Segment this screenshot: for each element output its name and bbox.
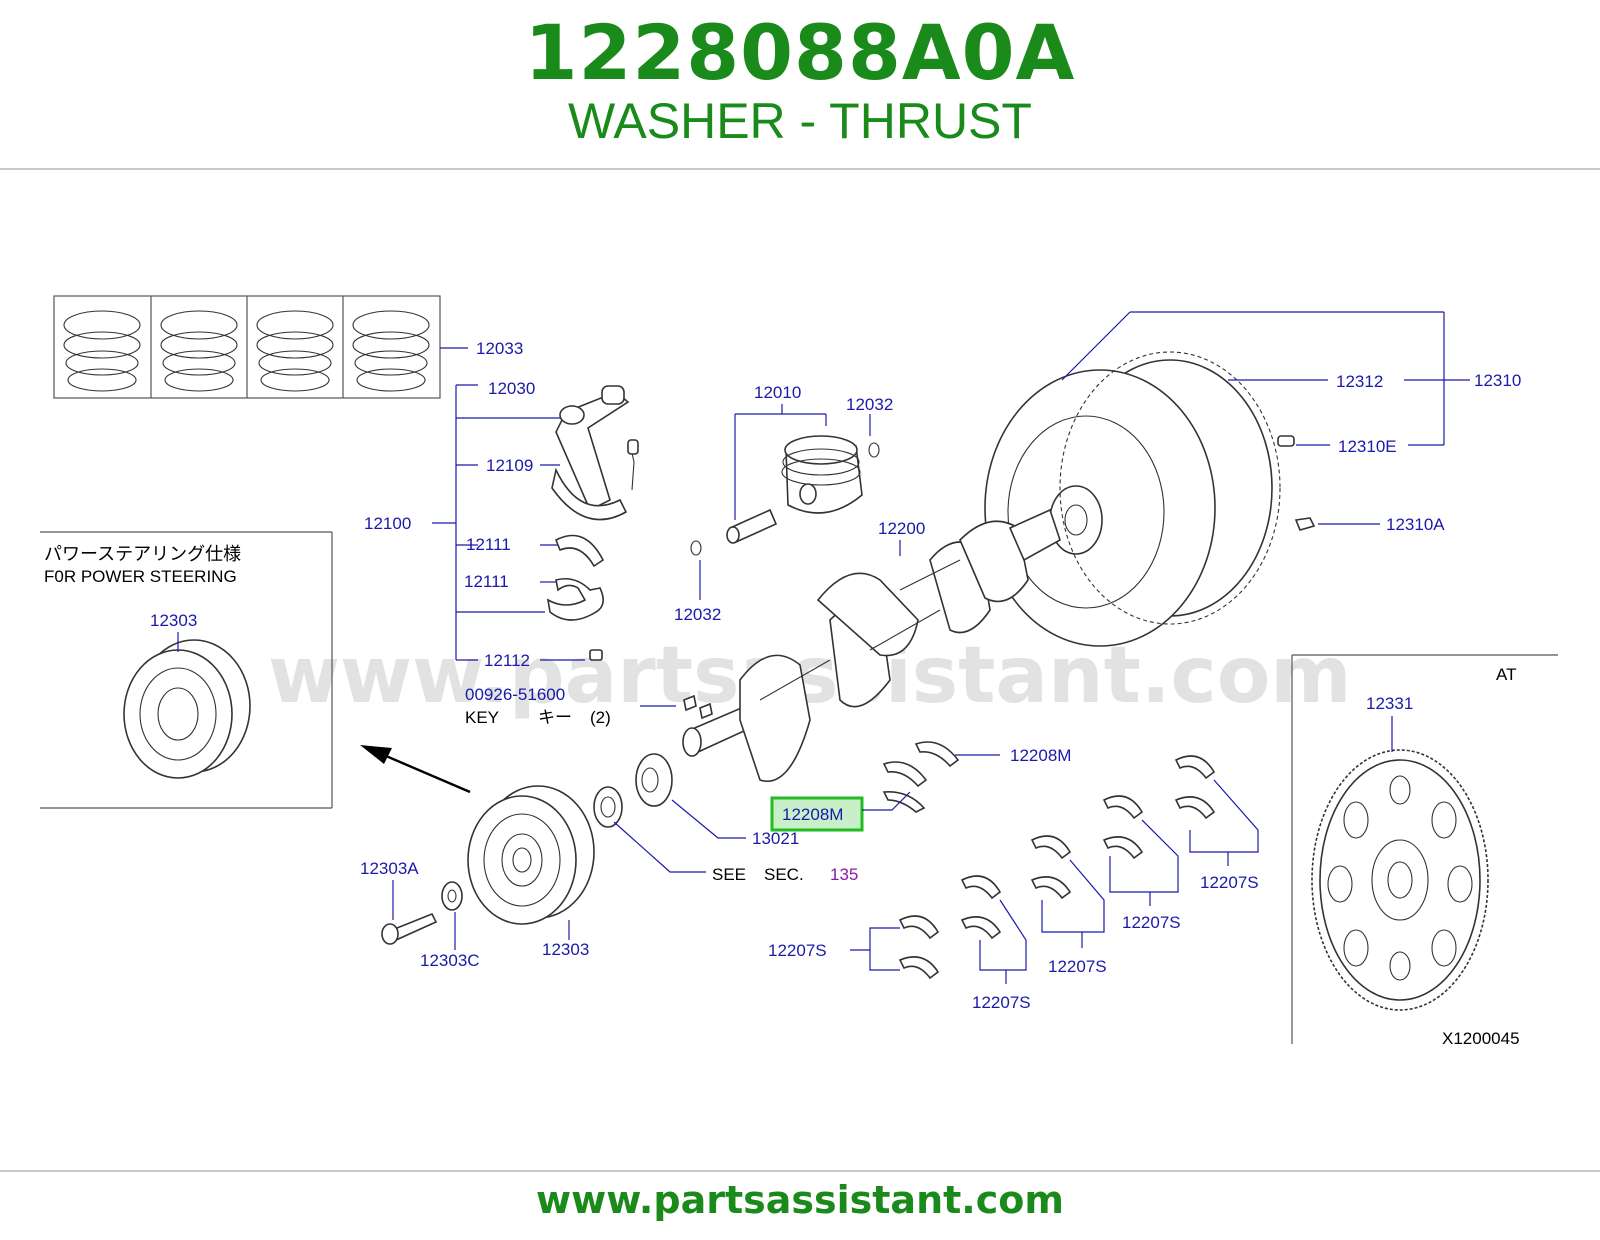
label-12032-bottom: 12032 xyxy=(674,605,721,624)
part-number-title: 1228088A0A xyxy=(524,8,1076,97)
label-12207S-1: 12207S xyxy=(1200,873,1259,892)
label-12207S-4: 12207S xyxy=(972,993,1031,1012)
power-steering-inset xyxy=(40,531,333,809)
part-name-subtitle: WASHER - THRUST xyxy=(568,93,1032,149)
crank-pulley xyxy=(467,785,595,925)
label-at: AT xyxy=(1496,665,1516,684)
flywheel-leaders xyxy=(1061,311,1470,525)
flywheel xyxy=(984,351,1316,647)
label-12303-inset: 12303 xyxy=(150,611,197,630)
label-12111-lower: 12111 xyxy=(464,572,509,591)
label-12111-upper: 12111 xyxy=(466,535,511,554)
label-key-qty: (2) xyxy=(590,708,611,727)
connecting-rod xyxy=(551,385,639,521)
highlight-box-12208M[interactable] xyxy=(770,796,864,832)
piston-rings-box xyxy=(53,295,468,399)
label-sec-135[interactable]: 135 xyxy=(830,865,858,884)
label-12303A: 12303A xyxy=(360,859,419,878)
label-see: SEE xyxy=(712,865,746,884)
page-header: 1228088A0A WASHER - THRUST xyxy=(0,0,1600,170)
label-12112: 12112 xyxy=(484,651,530,670)
label-sec: SEC. xyxy=(764,865,804,884)
label-drawing-code: X1200045 xyxy=(1442,1029,1520,1048)
label-12312: 12312 xyxy=(1336,372,1383,391)
crankshaft xyxy=(682,508,1061,782)
label-12208M-highlighted[interactable]: 12208M xyxy=(782,805,843,824)
label-ps-jp: パワーステアリング仕様 xyxy=(44,544,241,564)
footer-divider xyxy=(0,1170,1600,1172)
label-12200: 12200 xyxy=(878,519,925,538)
label-12207S-3: 12207S xyxy=(1048,957,1107,976)
header-divider xyxy=(0,168,1600,170)
label-12033: 12033 xyxy=(476,339,523,358)
label-key: KEY xyxy=(465,708,499,727)
bearing-leaders xyxy=(850,779,1259,984)
leader-see-sec xyxy=(613,821,706,873)
thrust-washers xyxy=(882,741,960,813)
leader-13021 xyxy=(671,799,746,839)
label-12207S-2: 12207S xyxy=(1122,913,1181,932)
label-13021: 13021 xyxy=(752,829,799,848)
piston xyxy=(690,435,880,556)
label-12331: 12331 xyxy=(1366,694,1413,713)
direction-arrow xyxy=(360,745,471,794)
piston-bracket xyxy=(699,404,871,600)
label-12303: 12303 xyxy=(542,940,589,959)
leader-12208M-b xyxy=(862,791,911,811)
main-bearings xyxy=(898,755,1216,980)
label-12100: 12100 xyxy=(364,514,411,533)
label-12032-top: 12032 xyxy=(846,395,893,414)
label-12207S-5: 12207S xyxy=(768,941,827,960)
label-12303C: 12303C xyxy=(420,951,480,970)
label-key-jp: キー xyxy=(538,708,572,727)
label-12310A: 12310A xyxy=(1386,515,1445,534)
label-00926-51600: 00926-51600 xyxy=(465,685,565,704)
pulley-bolt-washer xyxy=(381,881,463,945)
label-12310: 12310 xyxy=(1474,371,1521,390)
conrod-bracket xyxy=(432,384,585,661)
woodruff-keys xyxy=(683,694,713,720)
label-12010: 12010 xyxy=(754,383,801,402)
watermark-text: www.partsassistant.com xyxy=(268,631,1352,721)
at-driveplate-inset xyxy=(1291,654,1558,1044)
footer-url[interactable]: www.partsassistant.com xyxy=(536,1178,1064,1222)
label-12109: 12109 xyxy=(486,456,533,475)
conrod-bearings xyxy=(546,534,605,661)
label-12208M: 12208M xyxy=(1010,746,1071,765)
label-12030: 12030 xyxy=(488,379,535,398)
label-12310E: 12310E xyxy=(1338,437,1397,456)
crank-sprocket xyxy=(593,753,673,828)
label-ps-en: F0R POWER STEERING xyxy=(44,567,237,586)
